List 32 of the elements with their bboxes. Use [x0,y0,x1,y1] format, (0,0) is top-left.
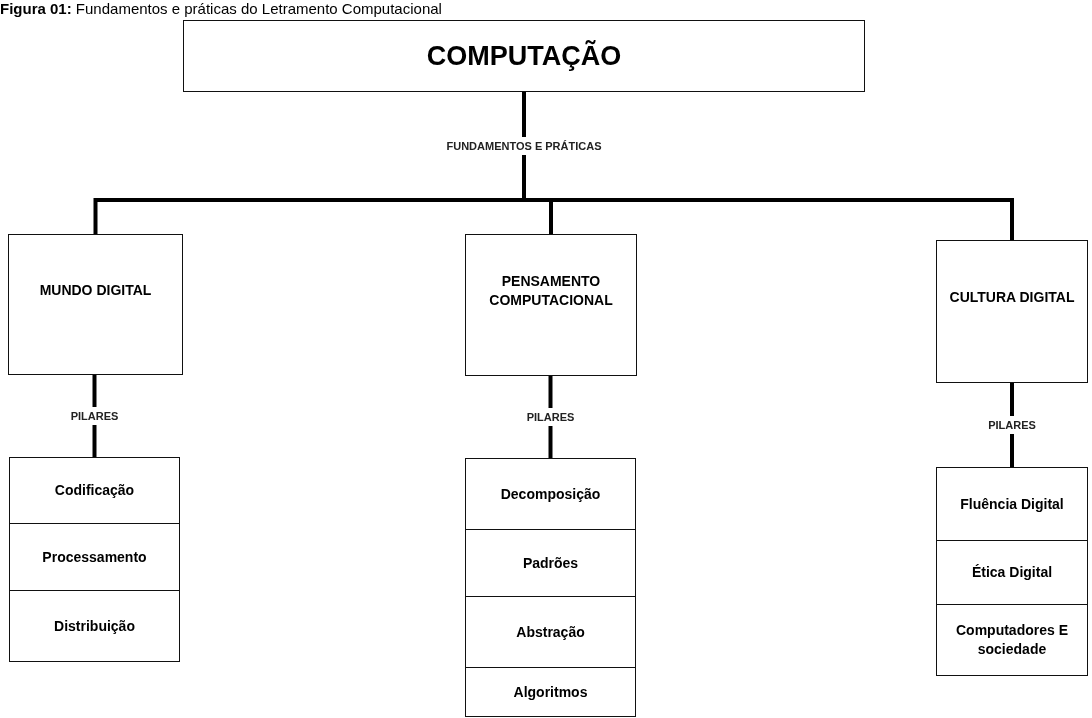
concept-box [183,20,865,92]
pillar-box [936,467,1088,541]
node-label: PENSAMENTO COMPUTACIONAL [488,272,614,310]
node-label: MUNDO DIGITAL [39,281,152,300]
pillar-box [465,596,636,668]
node-label: Decomposição [500,484,601,504]
node-label: Padrões [522,553,579,573]
connector-line [1010,383,1014,467]
node-label: Abstração [516,622,585,642]
pillar-box [936,604,1088,676]
node-label: Algoritmos [513,682,588,702]
concept-box [8,234,183,375]
node-label: COMPUTAÇÃO [426,39,622,73]
pillar-box [936,540,1088,605]
figure-title: Figura 01: Fundamentos e práticas do Letramento Computacional [0,0,443,17]
node-label: Computadores E sociedade [955,621,1069,659]
concept-box [465,234,637,376]
pillar-box [9,457,180,524]
node-label: Processamento [42,547,147,567]
connector-line [92,375,97,457]
node-label: Distribuição [54,616,135,636]
connector-line [548,376,553,458]
node-label: CULTURA DIGITAL [949,288,1075,307]
node-label: Ética Digital [971,563,1053,582]
concept-box [936,240,1088,383]
pillar-box [465,529,636,597]
pillar-box [9,523,180,591]
pillar-box [465,458,636,530]
node-label: Fluência Digital [960,494,1064,514]
pillar-box [465,667,636,717]
pillar-box [9,590,180,662]
node-label: Codificação [54,481,135,500]
